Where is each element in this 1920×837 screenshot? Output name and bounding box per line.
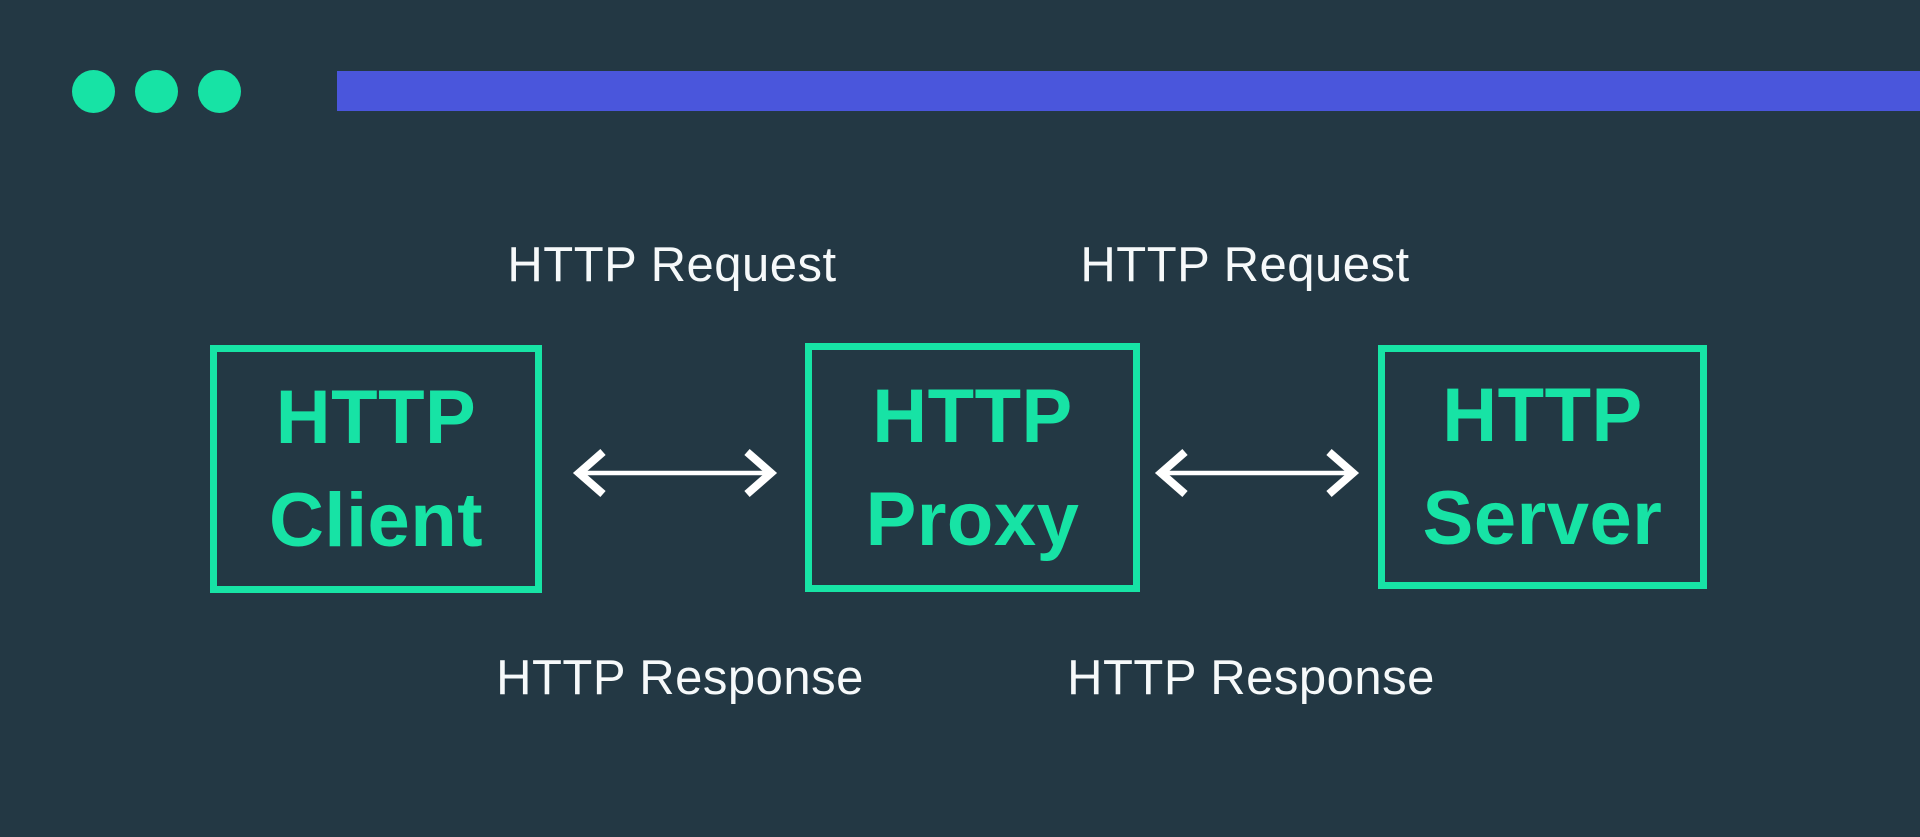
node-http-client: HTTP Client — [210, 345, 542, 593]
node-http-server-line1: HTTP — [1442, 373, 1643, 458]
node-http-server: HTTP Server — [1378, 345, 1707, 589]
top-accent-bar — [337, 71, 1920, 111]
label-http-request-client-proxy: HTTP Request — [507, 238, 837, 292]
node-http-proxy: HTTP Proxy — [805, 343, 1140, 592]
double-arrow-icon — [572, 448, 778, 498]
bidirectional-arrow-client-proxy — [571, 429, 779, 517]
node-http-proxy-line1: HTTP — [872, 373, 1073, 459]
window-dot-icon — [135, 70, 178, 113]
label-http-response-client-proxy: HTTP Response — [496, 651, 864, 705]
window-dots — [72, 70, 241, 113]
window-dot-icon — [72, 70, 115, 113]
label-http-request-proxy-server: HTTP Request — [1080, 238, 1410, 292]
window-dot-icon — [198, 70, 241, 113]
node-http-client-line2: Client — [268, 478, 484, 563]
label-http-response-proxy-server: HTTP Response — [1067, 651, 1435, 705]
node-http-server-line2: Server — [1422, 476, 1663, 561]
node-http-proxy-line2: Proxy — [865, 476, 1080, 562]
double-arrow-icon — [1154, 448, 1360, 498]
bidirectional-arrow-proxy-server — [1153, 429, 1361, 517]
node-http-client-line1: HTTP — [275, 375, 477, 460]
